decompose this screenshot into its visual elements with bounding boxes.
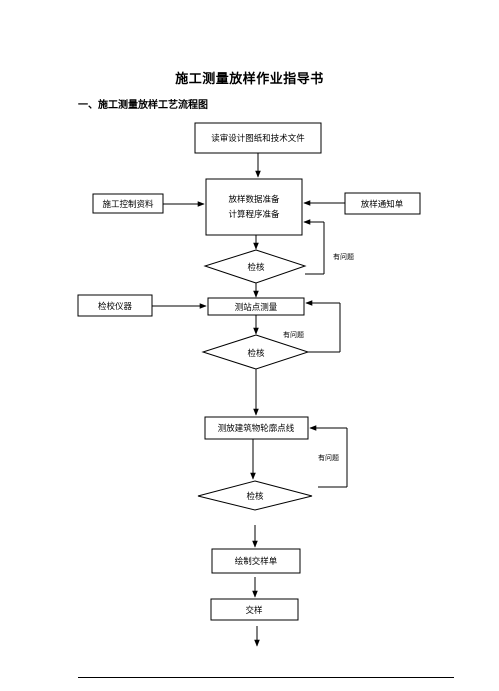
contour-points-label: 测放建筑物轮廓点线 — [218, 423, 295, 434]
check1-label: 检核 — [247, 262, 265, 273]
read-drawings-box — [194, 122, 322, 154]
station-survey-label: 测站点测量 — [235, 302, 278, 313]
loop1-label: 有问题 — [333, 252, 354, 261]
check3-diamond — [197, 480, 313, 511]
contour-points-box — [204, 416, 309, 440]
check3-label: 检核 — [246, 491, 264, 502]
notice-label: 放样通知单 — [361, 199, 404, 210]
loop3-label: 有问题 — [318, 453, 339, 462]
footer-rule — [78, 677, 454, 678]
calibrate-label: 检校仪器 — [98, 301, 133, 312]
section-heading: 一、施工测量放样工艺流程图 — [78, 100, 208, 111]
draw-handover-box — [211, 548, 301, 574]
control-data-label: 施工控制资料 — [102, 199, 154, 210]
handover-label: 交样 — [245, 605, 263, 616]
check2-label: 检核 — [247, 348, 265, 359]
read-drawings-label: 读审设计图纸和技术文件 — [211, 133, 305, 144]
handover-box — [210, 598, 299, 621]
document-title: 施工测量放样作业指导书 — [175, 72, 324, 87]
data-prep-box — [205, 178, 303, 236]
data-prep-label-line1: 放样数据准备 — [228, 194, 280, 205]
draw-handover-label: 绘制交样单 — [235, 556, 278, 567]
loop2-label: 有问题 — [283, 330, 304, 339]
data-prep-label-line2: 计算程序准备 — [228, 209, 280, 220]
